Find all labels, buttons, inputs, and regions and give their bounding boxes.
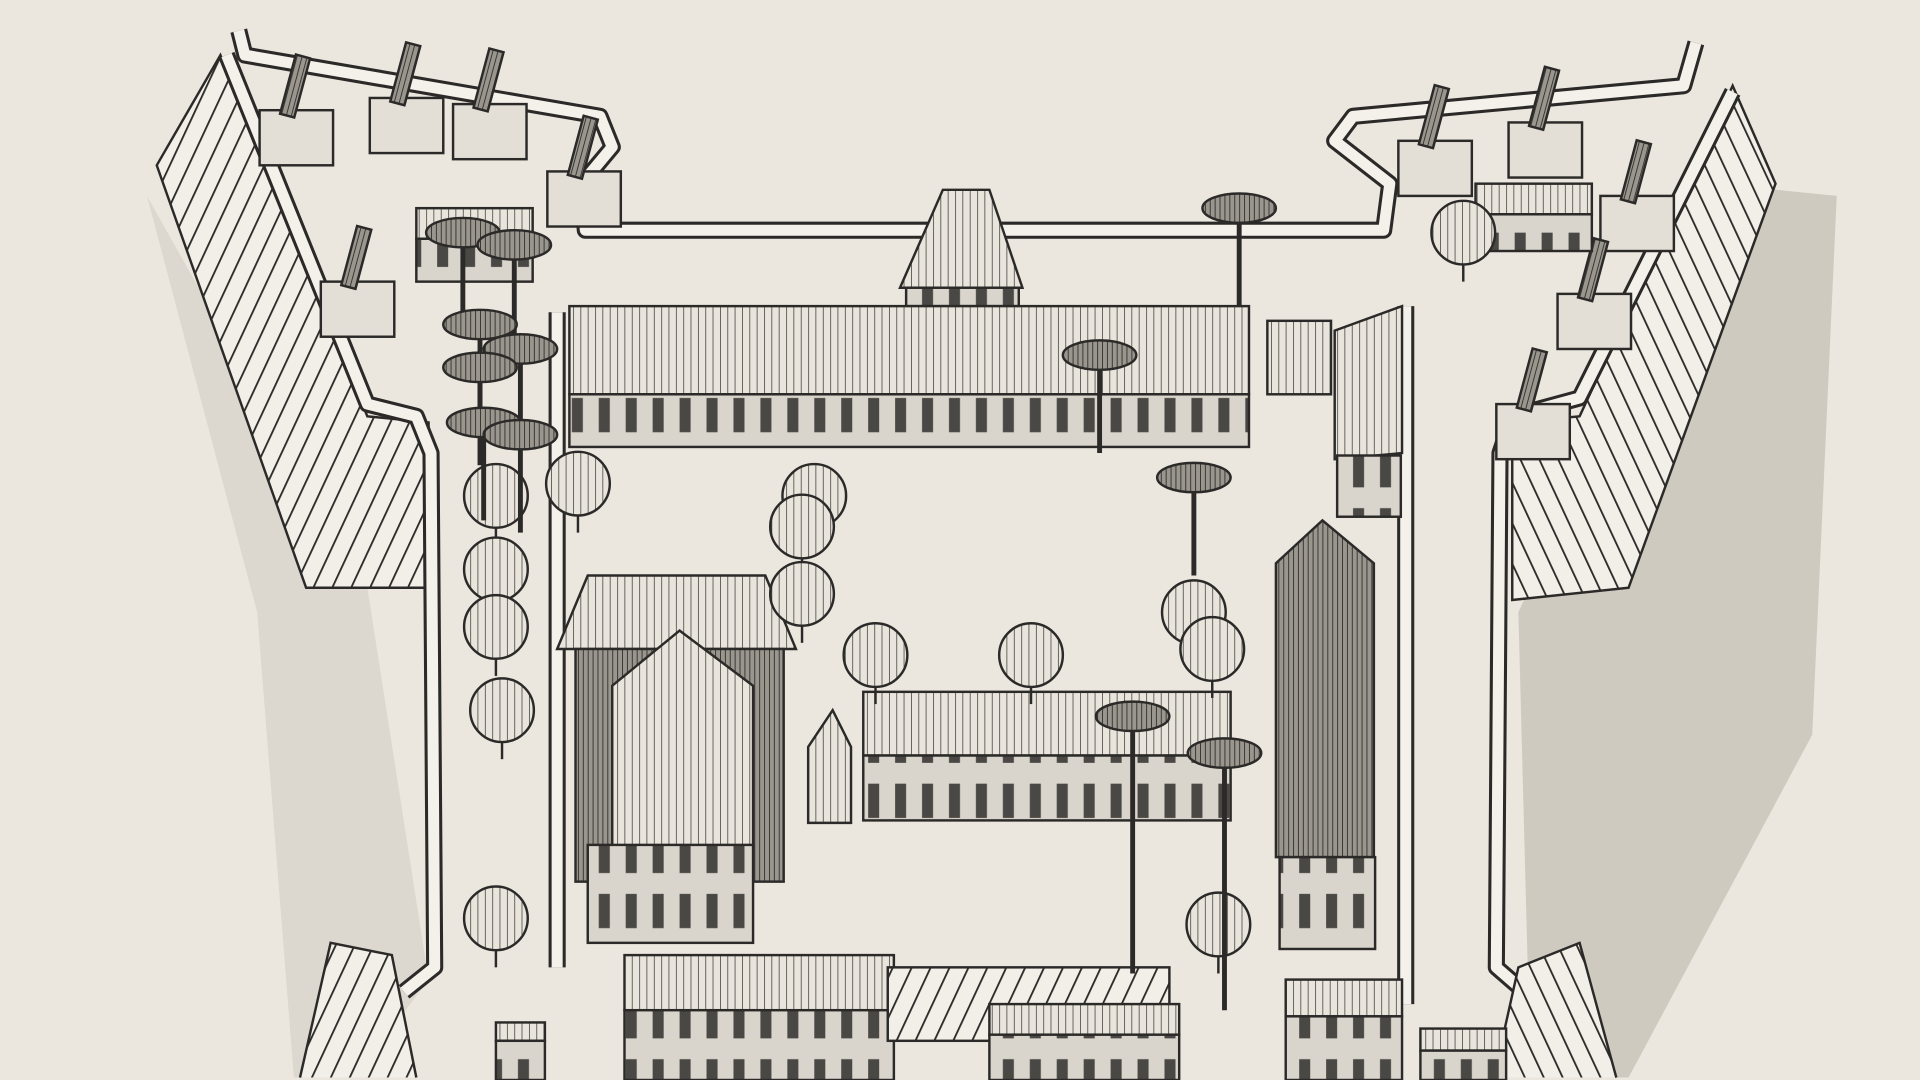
church-porch [586, 843, 755, 945]
tall-hall-facade [1278, 855, 1377, 951]
cannon-icon [1527, 65, 1561, 132]
bottom-building-3-facade [1284, 1015, 1404, 1080]
bottom-building-2-facade [988, 1033, 1181, 1080]
palm-tree-icon [1186, 737, 1263, 769]
bottom-left-bastion [298, 941, 418, 1078]
palm-tree-icon [482, 418, 559, 451]
palm-tree-icon [1061, 339, 1138, 372]
tree-icon [544, 450, 612, 517]
storehouse-roof [862, 690, 1232, 757]
guardhouse-right-roof [1474, 182, 1594, 216]
bottom-building-5-facade [494, 1039, 547, 1080]
ground-shadow-left [146, 195, 429, 1078]
watchtower-roof [898, 188, 1025, 289]
tree-icon [842, 622, 909, 689]
palm-tree-icon [442, 308, 518, 341]
gun-platform [319, 280, 396, 338]
gun-platform [1556, 292, 1633, 351]
gun-platform [546, 170, 623, 228]
tree-icon [997, 622, 1065, 689]
bottom-right-bastion [1492, 941, 1618, 1078]
cannon-icon [1417, 83, 1451, 150]
bottom-building-5-roof [494, 1021, 547, 1043]
gun-platform [1397, 139, 1474, 198]
crenellated-tower [1266, 319, 1333, 396]
tree-icon [768, 493, 836, 560]
bottom-building-4-facade [1419, 1049, 1508, 1080]
gun-platform [1599, 194, 1676, 253]
tree-icon [462, 593, 529, 660]
cannon-icon [339, 224, 373, 291]
left-rampart-inner [221, 53, 441, 997]
gun-platform [1495, 402, 1572, 461]
bottom-building-4-roof [1419, 1027, 1508, 1052]
tree-icon [768, 560, 836, 627]
palm-tree-icon [1155, 461, 1232, 494]
cannon-icon [1619, 138, 1653, 205]
tree-icon [1179, 615, 1246, 683]
tall-hall-roof [1274, 518, 1376, 859]
tree-icon [462, 536, 529, 603]
small-hut [806, 707, 853, 825]
bottom-building-1-roof [623, 953, 896, 1012]
bottom-building-3-roof [1284, 978, 1404, 1018]
bottom-building-1-facade [623, 1008, 896, 1080]
church-roof [555, 574, 798, 651]
cannon-icon [1576, 236, 1610, 303]
side-house-roof [1333, 304, 1404, 461]
cannon-icon [566, 114, 600, 181]
palm-tree-icon [1201, 192, 1278, 225]
gun-platform [258, 108, 335, 167]
cannon-icon [278, 53, 312, 120]
ground-shadow-right [1518, 183, 1837, 1078]
palm-tree-icon [442, 351, 518, 384]
barracks-facade [568, 393, 1251, 449]
storehouse-facade [862, 754, 1232, 822]
tree-icon [468, 677, 536, 744]
tree-icon [1430, 199, 1497, 266]
tree-icon [1185, 891, 1252, 958]
gun-platform [368, 96, 445, 155]
bottom-building-2-roof [988, 1002, 1181, 1036]
gun-platform [451, 102, 528, 161]
watchtower-base [904, 286, 1020, 308]
palm-tree-icon [1094, 700, 1171, 733]
cannon-icon [472, 46, 506, 113]
gun-platform [1507, 121, 1584, 179]
palm-tree-icon [476, 228, 553, 261]
barracks-roof [568, 304, 1251, 396]
tree-icon [462, 885, 529, 952]
cannon-icon [388, 40, 422, 107]
cannon-icon [1515, 346, 1549, 413]
side-house-facade [1335, 454, 1403, 518]
left-bastion-palisade [155, 52, 430, 589]
tree-icon [462, 462, 529, 529]
